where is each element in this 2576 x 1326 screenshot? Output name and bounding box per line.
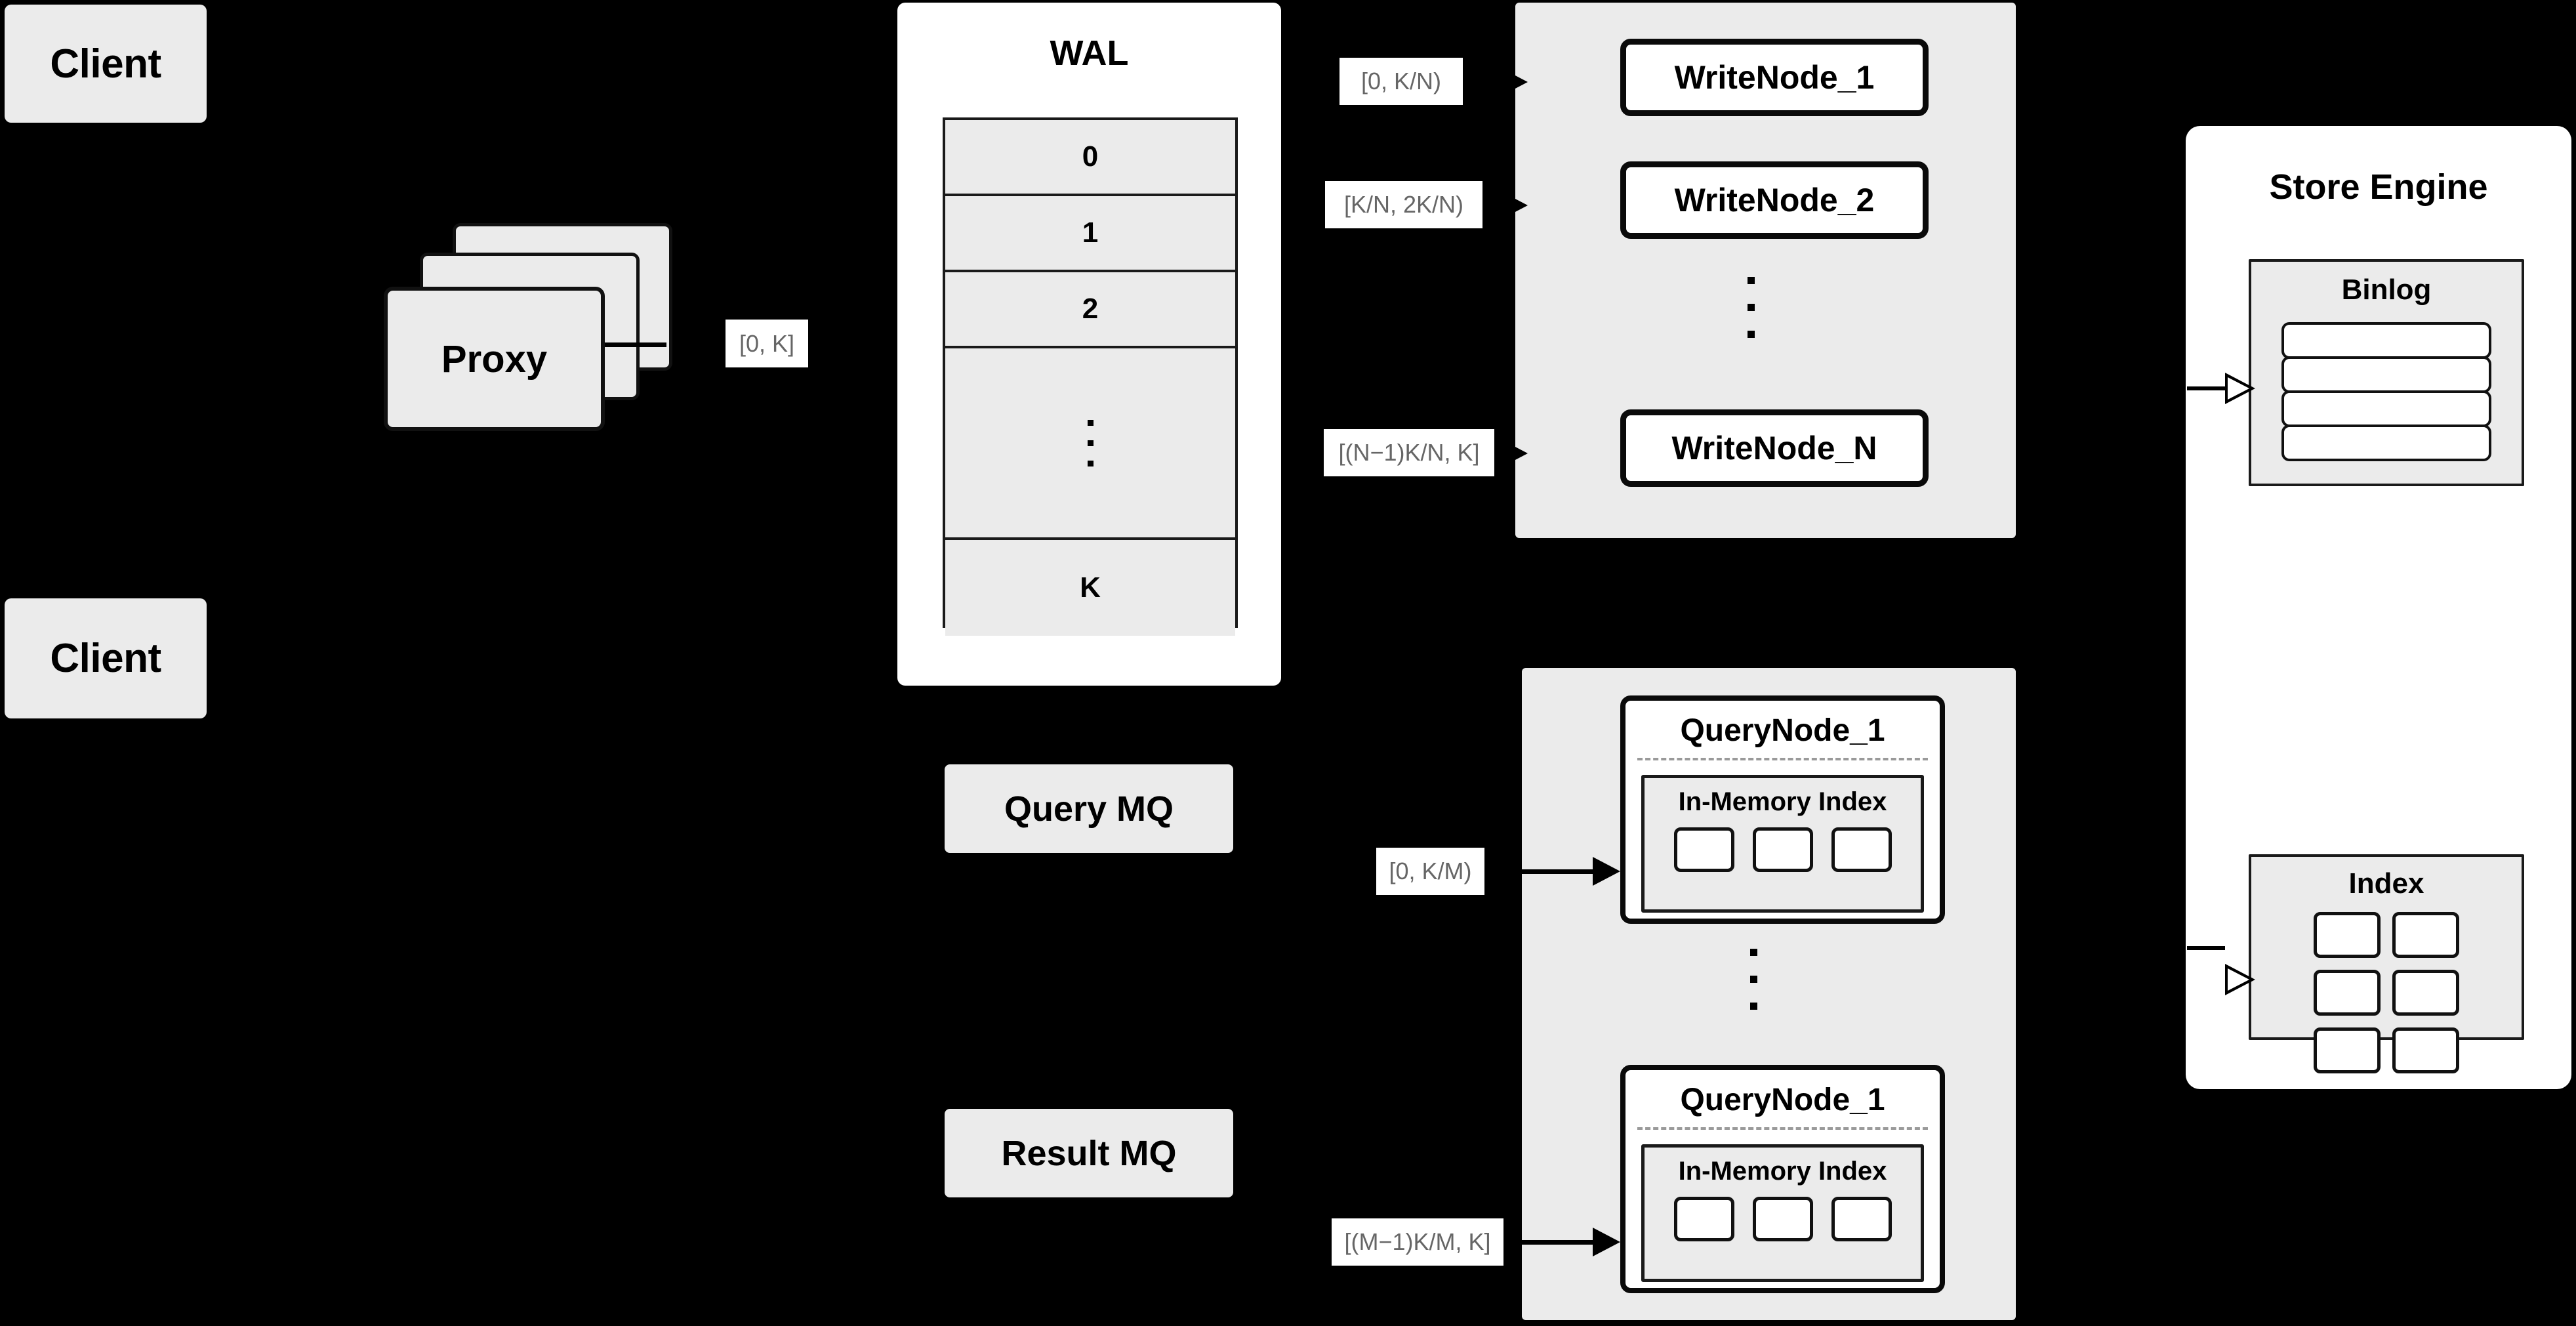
query-node-1-title: QueryNode_1 (1680, 713, 1885, 748)
index-cell (2314, 970, 2381, 1016)
proxy-card-front[interactable]: Proxy (384, 287, 605, 431)
write-node-2-label: WriteNode_2 (1674, 182, 1875, 218)
index-cell (1752, 1197, 1813, 1241)
binlog-title: Binlog (2341, 274, 2432, 306)
edge-label-write-node-n-range: [(N−1)K/N, K] (1324, 429, 1494, 476)
client-box-1[interactable]: Client (5, 5, 207, 123)
index-title: Index (2348, 867, 2424, 900)
query-node-1-in-memory-index-title: In-Memory Index (1678, 787, 1887, 816)
arrow-head-to-write-node-n (1500, 439, 1528, 468)
proxy-label: Proxy (441, 337, 548, 381)
query-node-2-in-memory-index-title: In-Memory Index (1678, 1157, 1887, 1186)
proxy-to-wal-connector (605, 342, 666, 347)
wal-row-0: 0 (945, 120, 1235, 196)
index-cell (2392, 1027, 2459, 1073)
client-2-label: Client (50, 636, 161, 681)
query-node-2[interactable]: QueryNode_1 In-Memory Index (1620, 1065, 1945, 1293)
arrow-head-to-query-node-1 (1593, 857, 1620, 886)
binlog-bar (2281, 356, 2491, 393)
arrow-head-to-write-node-2 (1500, 191, 1528, 220)
store-engine-title: Store Engine (2269, 167, 2488, 207)
index-cell (1831, 827, 1892, 872)
index-cell (2392, 970, 2459, 1016)
edge-label-write-node-1-range: [0, K/N) (1339, 58, 1463, 105)
query-node-2-separator (1637, 1127, 1928, 1130)
write-node-ellipsis (1748, 277, 1755, 338)
write-node-n[interactable]: WriteNode_N (1620, 409, 1929, 487)
arrow-head-to-index (2225, 964, 2255, 995)
store-engine-panel: Store Engine Binlog Index (2186, 126, 2571, 1089)
wal-table: 0 1 2 K (943, 117, 1238, 636)
result-mq-label: Result MQ (1001, 1133, 1177, 1173)
edge-label-query-node-2-range: [(M−1)K/M, K] (1332, 1218, 1503, 1266)
arrow-head-to-binlog (2225, 373, 2255, 404)
binlog-bars (2281, 322, 2491, 461)
wal-row-ellipsis (945, 348, 1235, 540)
query-node-1[interactable]: QueryNode_1 In-Memory Index (1620, 695, 1945, 924)
write-node-1-label: WriteNode_1 (1674, 59, 1875, 96)
arrow-head-to-write-node-1 (1500, 68, 1528, 96)
index-cell (2314, 1027, 2381, 1073)
wal-panel: WAL 0 1 2 K (897, 3, 1281, 686)
query-node-group-panel: QueryNode_1 In-Memory Index QueryNode_1 … (1522, 668, 2016, 1320)
index-cell (2392, 912, 2459, 958)
wal-title: WAL (1050, 33, 1129, 73)
binlog-bar (2281, 425, 2491, 461)
index-cell (1831, 1197, 1892, 1241)
arrow-line-to-query-node-2 (1443, 1240, 1601, 1245)
edge-label-write-node-2-range: [K/N, 2K/N) (1325, 181, 1482, 228)
query-node-1-separator (1637, 758, 1928, 760)
query-node-1-in-memory-index: In-Memory Index (1641, 775, 1924, 913)
client-1-label: Client (50, 41, 161, 87)
arrow-line-to-binlog (2187, 386, 2225, 390)
index-cells-grid (2251, 912, 2522, 1073)
query-node-ellipsis (1750, 949, 1757, 1010)
arrow-head-to-query-node-2 (1593, 1228, 1620, 1256)
binlog-panel: Binlog (2249, 259, 2524, 486)
wal-row-1: 1 (945, 196, 1235, 272)
client-box-2[interactable]: Client (5, 598, 207, 718)
index-cell (1752, 827, 1813, 872)
query-mq-label: Query MQ (1004, 789, 1174, 829)
write-node-n-label: WriteNode_N (1671, 430, 1877, 466)
index-cell (1673, 827, 1734, 872)
index-cell (1673, 1197, 1734, 1241)
index-cell (2314, 912, 2381, 958)
query-node-1-index-cells (1645, 827, 1921, 872)
result-mq-box[interactable]: Result MQ (945, 1109, 1233, 1197)
query-node-2-index-cells (1645, 1197, 1921, 1241)
index-panel: Index (2249, 854, 2524, 1073)
query-node-2-in-memory-index: In-Memory Index (1641, 1144, 1924, 1282)
write-node-2[interactable]: WriteNode_2 (1620, 161, 1929, 239)
arrow-line-to-query-node-1 (1443, 869, 1601, 874)
write-node-group-panel: WriteNode_1 WriteNode_2 WriteNode_N (1515, 3, 2016, 538)
binlog-bar (2281, 390, 2491, 427)
wal-row-2: 2 (945, 272, 1235, 348)
write-node-1[interactable]: WriteNode_1 (1620, 39, 1929, 116)
query-node-2-title: QueryNode_1 (1680, 1083, 1885, 1117)
edge-label-query-node-1-range: [0, K/M) (1376, 848, 1484, 895)
wal-row-k: K (945, 540, 1235, 636)
edge-label-proxy-range: [0, K] (726, 320, 808, 367)
query-mq-box[interactable]: Query MQ (945, 764, 1233, 853)
binlog-bar (2281, 322, 2491, 359)
arrow-line-to-index (2187, 946, 2225, 950)
